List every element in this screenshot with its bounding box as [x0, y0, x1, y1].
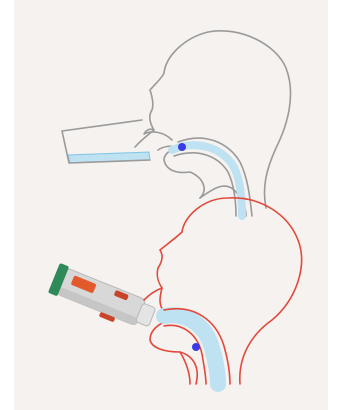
particle-dot-bottom [192, 343, 200, 351]
panel-background [14, 0, 328, 410]
illustration-svg [14, 0, 328, 410]
particle-dot-top [178, 143, 186, 151]
illustration-panel [14, 0, 328, 410]
